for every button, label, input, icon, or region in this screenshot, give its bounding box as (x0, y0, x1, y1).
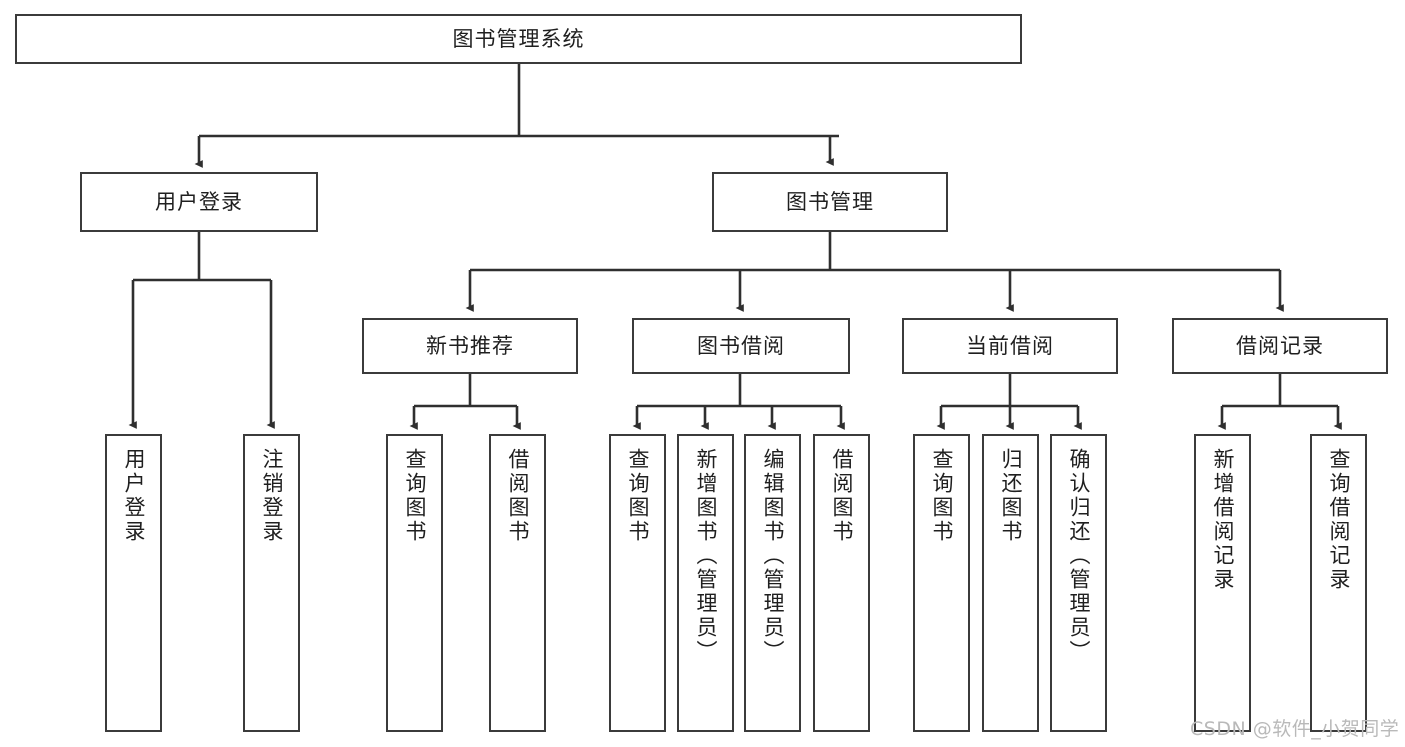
node-label: 用户登录 (155, 189, 243, 214)
node-current-borrow[interactable]: 当前借阅 (902, 318, 1118, 374)
node-label: 确认归还（管理员） (1067, 448, 1091, 664)
node-label: 归还图书 (999, 448, 1023, 544)
leaf-borrow-record-query-record[interactable]: 查询借阅记录 (1310, 434, 1367, 732)
leaf-new-book-borrow-book[interactable]: 借阅图书 (489, 434, 546, 732)
leaf-current-borrow-return-book[interactable]: 归还图书 (982, 434, 1039, 732)
node-book-management[interactable]: 图书管理 (712, 172, 948, 232)
node-label: 新书推荐 (426, 333, 514, 358)
node-label: 借阅图书 (506, 448, 530, 544)
node-label: 图书借阅 (697, 333, 785, 358)
node-label: 借阅图书 (830, 448, 854, 544)
node-user-login[interactable]: 用户登录 (80, 172, 318, 232)
node-label: 注销登录 (260, 448, 284, 544)
node-label: 新增借阅记录 (1211, 448, 1235, 592)
leaf-current-borrow-query-book[interactable]: 查询图书 (913, 434, 970, 732)
node-label: 查询图书 (930, 448, 954, 544)
node-book-borrow[interactable]: 图书借阅 (632, 318, 850, 374)
node-label: 图书管理 (786, 189, 874, 214)
leaf-user-login-logout[interactable]: 注销登录 (243, 434, 300, 732)
node-borrow-record[interactable]: 借阅记录 (1172, 318, 1388, 374)
leaf-book-borrow-query-book[interactable]: 查询图书 (609, 434, 666, 732)
node-new-book-recommend[interactable]: 新书推荐 (362, 318, 578, 374)
leaf-book-borrow-borrow-book[interactable]: 借阅图书 (813, 434, 870, 732)
leaf-current-borrow-confirm-return[interactable]: 确认归还（管理员） (1050, 434, 1107, 732)
node-label: 用户登录 (122, 448, 146, 544)
leaf-borrow-record-add-record[interactable]: 新增借阅记录 (1194, 434, 1251, 732)
node-book-management-system[interactable]: 图书管理系统 (15, 14, 1022, 64)
leaf-user-login-login[interactable]: 用户登录 (105, 434, 162, 732)
node-label: 查询图书 (626, 448, 650, 544)
csdn-watermark: CSDN @软件_小贺同学 (1190, 718, 1400, 740)
leaf-book-borrow-add-book[interactable]: 新增图书（管理员） (677, 434, 734, 732)
node-label: 查询图书 (403, 448, 427, 544)
node-label: 编辑图书（管理员） (761, 448, 785, 664)
node-label: 当前借阅 (966, 333, 1054, 358)
node-label: 新增图书（管理员） (694, 448, 718, 664)
node-label: 查询借阅记录 (1327, 448, 1351, 592)
leaf-book-borrow-edit-book[interactable]: 编辑图书（管理员） (744, 434, 801, 732)
node-label: 图书管理系统 (452, 26, 585, 51)
leaf-new-book-query-book[interactable]: 查询图书 (386, 434, 443, 732)
node-label: 借阅记录 (1236, 333, 1324, 358)
